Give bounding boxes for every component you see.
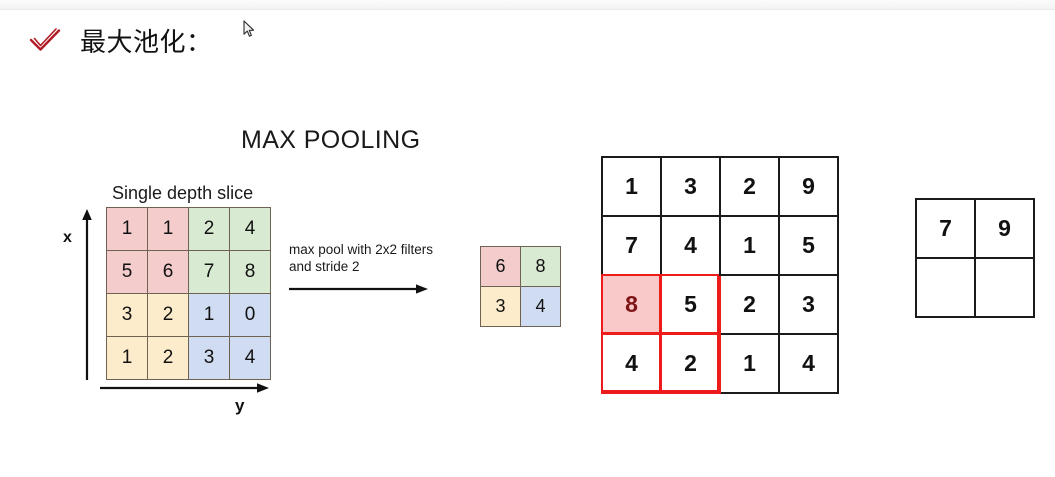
input-cell-r1c3: 2 — [188, 207, 230, 251]
input-cell-r2c1: 5 — [106, 250, 148, 294]
input-cell-r3c3: 1 — [188, 293, 230, 337]
input-cell-r3c4: 0 — [229, 293, 271, 337]
input-cell-r3c2: 2 — [147, 293, 189, 337]
result-cell-r2c2 — [974, 257, 1035, 318]
window-top-strip — [0, 0, 1055, 10]
example-cell-r3c1: 8 — [601, 274, 662, 335]
single-depth-slice-caption: Single depth slice — [112, 183, 254, 203]
figure-title: MAX POOLING — [241, 126, 421, 154]
example-cell-r2c2: 4 — [660, 215, 721, 276]
example-cell-r1c1: 1 — [601, 156, 662, 217]
result-cell-r2c1 — [915, 257, 976, 318]
check-icon — [28, 26, 62, 56]
input-cell-r3c1: 3 — [106, 293, 148, 337]
grid-row — [915, 257, 1035, 318]
input-cell-r2c2: 6 — [147, 250, 189, 294]
result-cell-r1c1: 7 — [915, 198, 976, 259]
example-cell-r3c3: 2 — [719, 274, 780, 335]
pool-operation-note: max pool with 2x2 filters and stride 2 — [289, 242, 434, 274]
input-cell-r2c3: 7 — [188, 250, 230, 294]
input-cell-r1c2: 1 — [147, 207, 189, 251]
example-cell-r2c3: 1 — [719, 215, 780, 276]
result-cell-r1c2: 9 — [974, 198, 1035, 259]
output-cell-r1c2: 8 — [520, 246, 561, 287]
output-cell-r2c1: 3 — [480, 286, 521, 327]
example-cell-r3c4: 3 — [778, 274, 839, 335]
input-cell-r2c4: 8 — [229, 250, 271, 294]
input-cell-r4c4: 4 — [229, 336, 271, 380]
input-cell-r1c1: 1 — [106, 207, 148, 251]
example-cell-r4c3: 1 — [719, 333, 780, 394]
slide-heading: 最大池化： — [28, 22, 213, 59]
example-cell-r2c4: 5 — [778, 215, 839, 276]
output-cell-r2c2: 4 — [520, 286, 561, 327]
example-cell-r4c2: 2 — [660, 333, 721, 394]
input-cell-r4c2: 2 — [147, 336, 189, 380]
example-cell-r4c4: 4 — [778, 333, 839, 394]
example-cell-r1c3: 2 — [719, 156, 780, 217]
slide-heading-text: 最大池化： — [80, 28, 213, 58]
input-cell-r4c1: 1 — [106, 336, 148, 380]
example-cell-r1c2: 3 — [660, 156, 721, 217]
example-cell-r4c1: 4 — [601, 333, 662, 394]
y-axis-label: y — [235, 396, 245, 415]
input-cell-r1c4: 4 — [229, 207, 271, 251]
output-cell-r1c1: 6 — [480, 246, 521, 287]
example-cell-r1c4: 9 — [778, 156, 839, 217]
example-cell-r2c1: 7 — [601, 215, 662, 276]
example-cell-r3c2: 5 — [660, 274, 721, 335]
x-axis-label: x — [63, 229, 72, 246]
input-cell-r4c3: 3 — [188, 336, 230, 380]
